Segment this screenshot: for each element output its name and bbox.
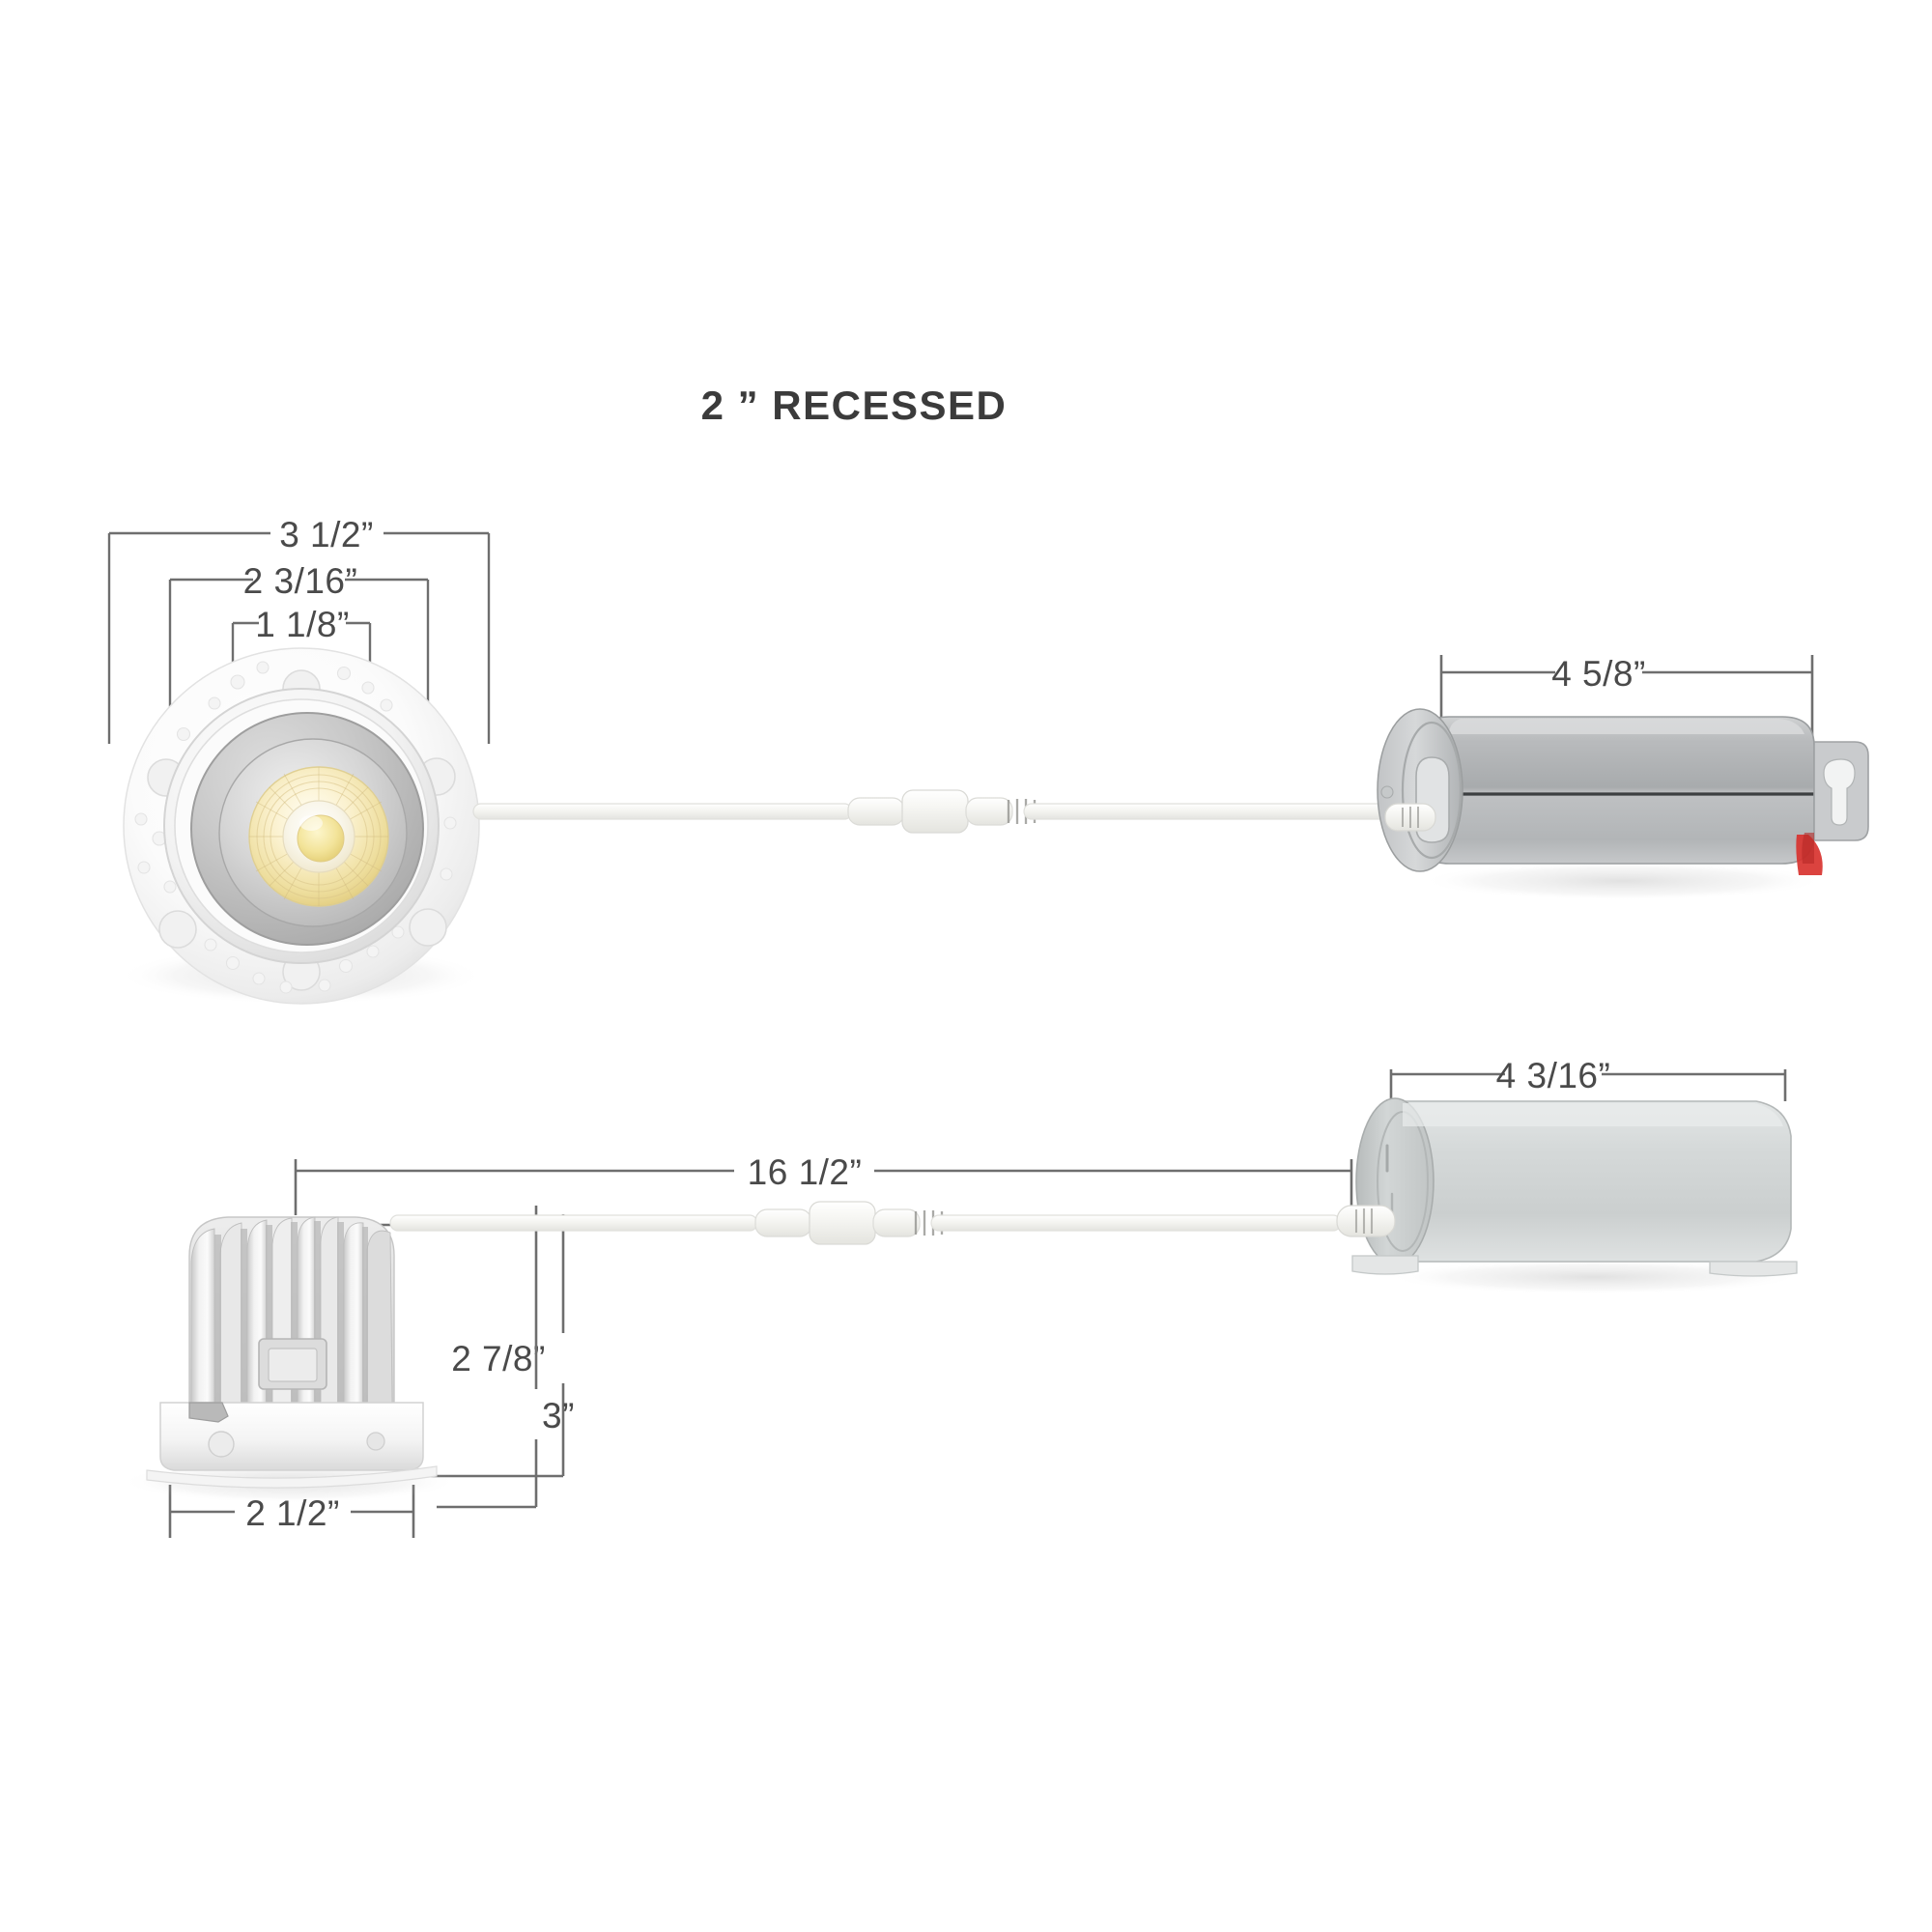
driver-body-bottom [1394, 1100, 1792, 1263]
driver-bracket-keyhole-icon [1823, 758, 1856, 826]
cob-led-highlight [299, 815, 323, 831]
dimension-label-driver-top-length: 4 5/8” [1551, 654, 1646, 694]
connector-boot-right-bottom [872, 1208, 921, 1237]
dimension-flange-diameter [107, 531, 491, 744]
dimension-label-led-aperture: 1 1/8” [255, 605, 350, 644]
quick-connect-lead-wire-top [472, 789, 1402, 834]
quick-connect-lead-wire-bottom [389, 1201, 1342, 1245]
driver-end-screw [1380, 785, 1394, 799]
dimension-driver-bottom-length [1389, 1069, 1787, 1101]
connector-boot-left [847, 797, 905, 826]
dimension-label-housing-height: 2 7/8” [451, 1339, 546, 1378]
connector-barrel-bottom [809, 1201, 876, 1245]
heat-sink-fin-group [190, 1216, 393, 1404]
heat-sink-fin-gaps [214, 1221, 368, 1403]
trim-flange-lip [146, 1465, 438, 1489]
dimension-label-aperture-outer: 2 3/16” [243, 561, 358, 601]
torsion-spring-clip [188, 1402, 229, 1423]
collar-boss-right [366, 1432, 385, 1451]
recessed-housing-side-view [121, 1216, 459, 1503]
dimension-label-flange-diameter: 3 1/2” [279, 515, 374, 554]
cob-led-rings [256, 774, 382, 899]
driver-top-bevel [1449, 719, 1804, 734]
driver-mounting-foot-right [1709, 1261, 1798, 1277]
page-title: 2 ” RECESSED [701, 383, 1008, 428]
driver-end-cap-ring [1401, 721, 1463, 860]
heat-sink-access-window-inner [268, 1348, 318, 1382]
dimension-label-lead-wire-length: 16 1/2” [748, 1152, 863, 1192]
led-driver-side-view [1377, 708, 1869, 900]
connector-boot-right [965, 797, 1013, 826]
driver-cable-grommet-bottom [1336, 1205, 1396, 1237]
cable-segment-right-bottom [930, 1214, 1342, 1232]
driver-bottom-bevel [1403, 1103, 1783, 1126]
collar-boss-left [208, 1431, 235, 1458]
cable-segment-left [472, 803, 853, 820]
driver-mounting-foot-left [1351, 1255, 1419, 1275]
connector-boot-left-bottom [754, 1208, 812, 1237]
driver-red-lead-shadow [1802, 833, 1814, 864]
driver-grommet-ribs [1402, 807, 1419, 828]
flange-perforations [134, 661, 457, 994]
heat-sink-fins [188, 1216, 395, 1404]
driver-grommet-ribs-bottom [1354, 1208, 1374, 1234]
driver-body-top [1417, 716, 1815, 865]
cable-segment-left-bottom [389, 1214, 758, 1232]
cable-segment-right [1023, 803, 1402, 820]
connector-barrel [901, 789, 969, 834]
recessed-trim-front-view [118, 647, 485, 1005]
dimension-label-overall-height: 3” [542, 1396, 575, 1435]
dimension-label-driver-bottom-length: 4 3/16” [1496, 1056, 1611, 1095]
led-driver-front-view [1336, 1097, 1802, 1294]
